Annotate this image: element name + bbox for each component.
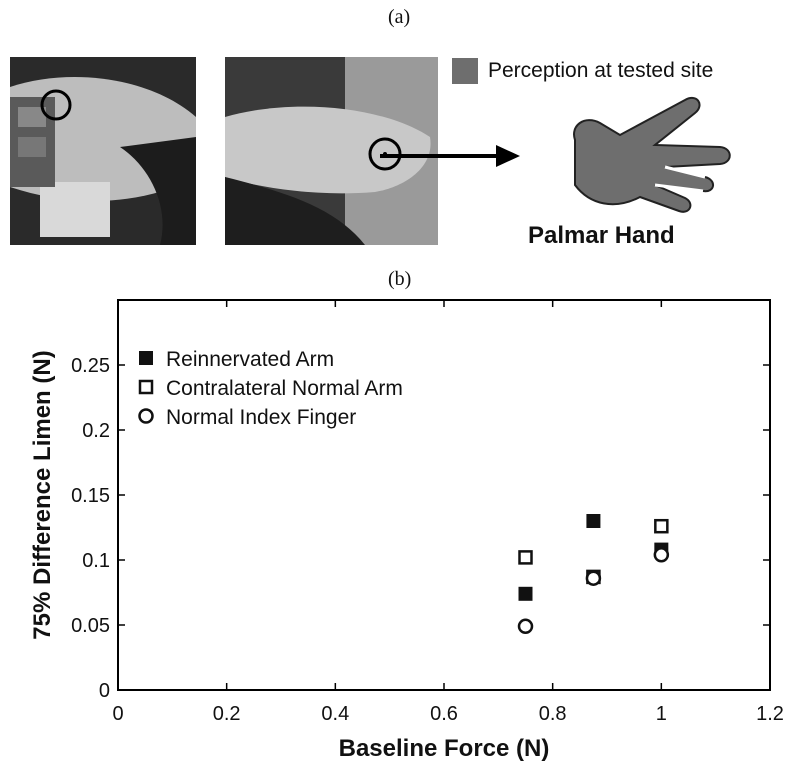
- perception-swatch: [452, 58, 478, 84]
- photo-reinnervated-arm-with-tactor: [10, 57, 196, 245]
- panel-label-a: (a): [388, 6, 411, 28]
- panel-label-b: (b): [388, 268, 412, 290]
- x-tick-label: 1.2: [756, 703, 784, 725]
- difference-limen-chart: 0 0.2 0.4 0.6 0.8 1 1.2 0 0.05 0.1 0.15 0.2 0.25 Re…: [29, 299, 784, 762]
- y-axis-title: 75% Difference Limen (N): [29, 350, 56, 639]
- point-open-square-2: [654, 518, 669, 534]
- point-filled-square-1: [586, 514, 601, 528]
- legend-label: Reinnervated Arm: [166, 348, 334, 371]
- data-points: [517, 514, 670, 635]
- x-tick-label: 0.8: [539, 703, 567, 725]
- point-open-circle-0: [517, 618, 534, 635]
- y-tick-label: 0: [99, 680, 110, 702]
- y-tick-label: 0.2: [82, 420, 110, 442]
- y-tick-label: 0.05: [71, 615, 110, 637]
- arrow-to-hand: [380, 145, 520, 167]
- hand-caption: Palmar Hand: [528, 222, 675, 249]
- point-open-circle-1: [585, 570, 602, 586]
- legend-marker-filled-square: [139, 351, 153, 365]
- legend-marker-open-circle: [138, 408, 154, 424]
- x-tick-label: 0.2: [213, 703, 241, 725]
- photo-reinnervated-arm-test-site: [225, 57, 438, 245]
- point-open-square-0: [518, 550, 533, 565]
- y-tick-label: 0.15: [71, 485, 110, 507]
- y-ticks: 0 0.05 0.1 0.15 0.2 0.25: [71, 355, 770, 702]
- palmar-hand-icon: [573, 96, 731, 213]
- x-tick-label: 0.6: [430, 703, 458, 725]
- point-open-circle-2: [653, 547, 670, 563]
- legend-marker-open-square: [138, 379, 154, 395]
- legend-label: Contralateral Normal Arm: [166, 377, 403, 400]
- point-filled-square-0: [518, 586, 533, 601]
- y-tick-label: 0.1: [82, 550, 110, 572]
- x-tick-label: 1: [656, 703, 667, 725]
- y-tick-label: 0.25: [71, 355, 110, 377]
- perception-legend-text: Perception at tested site: [488, 59, 714, 82]
- legend-label: Normal Index Finger: [166, 406, 356, 429]
- x-ticks: 0 0.2 0.4 0.6 0.8 1 1.2: [112, 300, 784, 725]
- x-tick-label: 0.4: [321, 703, 349, 725]
- x-tick-label: 0: [112, 703, 123, 725]
- x-axis-title: Baseline Force (N): [339, 735, 550, 762]
- perception-legend: Perception at tested site: [452, 56, 713, 86]
